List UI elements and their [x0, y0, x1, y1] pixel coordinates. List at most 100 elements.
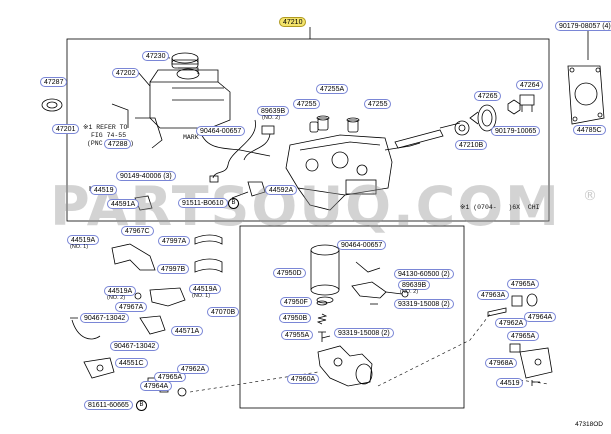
part-label-47210b[interactable]: 47210B	[455, 140, 488, 150]
oring-47950f	[316, 300, 328, 306]
refer-note-line3: (PNC	[87, 140, 103, 147]
part-label-44519a-right[interactable]: 44519A	[189, 284, 222, 294]
dashed-leader-right	[519, 379, 549, 385]
applicability-note: ※1 (0704- )6X CHI	[460, 204, 540, 211]
part-label-89639b-box[interactable]: 89639B	[398, 280, 431, 290]
part-label-44571a[interactable]: 44571A	[171, 326, 204, 336]
part-label-47287[interactable]: 47287	[40, 77, 68, 87]
part-label-47997a[interactable]: 47997A	[158, 236, 191, 246]
part-label-90149-40006[interactable]: 90149-40006 (3)	[116, 171, 176, 181]
bolt-93319-b	[321, 335, 331, 339]
part-label-47070b[interactable]: 47070B	[207, 307, 240, 317]
switch-44551c	[83, 357, 115, 379]
reference-b-mark-top: B	[228, 198, 239, 209]
clamp-leader-91511	[231, 191, 249, 199]
bracket-44519a	[134, 287, 186, 307]
part-label-47964a-bottom-left[interactable]: 47964A	[140, 381, 173, 391]
part-label-47210[interactable]: 47210	[279, 17, 307, 27]
part-label-47255-left[interactable]: 47255	[293, 99, 321, 109]
part-label-90467-13042-a[interactable]: 90467-13042	[80, 313, 130, 323]
part-label-47950d[interactable]: 47950D	[273, 268, 306, 278]
part-label-47255-right[interactable]: 47255	[364, 99, 392, 109]
bushing-47965a-lower	[509, 343, 521, 353]
boot-47265	[469, 104, 497, 132]
bracket-note-no2-mid: (NO. 2)	[107, 295, 126, 301]
part-label-91511-b0610[interactable]: 91511-B0610	[178, 198, 228, 208]
part-label-47950f[interactable]: 47950F	[280, 297, 312, 307]
part-label-44519a-top[interactable]: 44519A	[67, 235, 100, 245]
part-label-89639b-top[interactable]: 89639B	[257, 106, 290, 116]
reservoir-cap	[171, 52, 199, 65]
part-label-90179-08057[interactable]: 90179-08057 (4)	[555, 21, 611, 31]
part-label-47950b[interactable]: 47950B	[279, 313, 312, 323]
clamp-47997b	[194, 258, 223, 273]
part-label-47967a[interactable]: 47967A	[115, 302, 148, 312]
refer-note-line1: ※1 REFER TO	[83, 124, 128, 131]
pin-47963a	[487, 307, 507, 317]
bracket-note-no1-top: (NO. 1)	[70, 244, 89, 250]
part-label-47968a[interactable]: 47968A	[485, 358, 518, 368]
pump-subassembly-frame	[239, 225, 465, 409]
part-label-44519-top[interactable]: 44519	[90, 185, 118, 195]
sensor-note-no2-top: (NO. 2)	[262, 115, 281, 121]
clamp-47997a	[194, 234, 223, 245]
part-label-47265[interactable]: 47265	[474, 91, 502, 101]
bracket-47968a	[519, 347, 553, 379]
part-label-47962a-right[interactable]: 47962A	[495, 318, 528, 328]
valve-caps	[309, 115, 360, 133]
sensor-wire	[212, 119, 256, 179]
part-label-90464-00657-box[interactable]: 90464-00657	[337, 240, 387, 250]
sensor-89639b-box	[351, 281, 409, 299]
assembly-frame	[66, 38, 550, 222]
part-label-44519-right[interactable]: 44519	[496, 378, 524, 388]
part-label-47965a-right-bottom[interactable]: 47965A	[507, 331, 540, 341]
part-label-44592a[interactable]: 44592A	[265, 185, 298, 195]
part-label-47288[interactable]: 47288	[104, 139, 132, 149]
bracket-47967c	[111, 243, 156, 271]
part-label-47202[interactable]: 47202	[112, 68, 140, 78]
part-label-47967c[interactable]: 47967C	[121, 226, 154, 236]
brake-actuator	[285, 134, 421, 211]
part-label-47255a[interactable]: 47255A	[316, 84, 349, 94]
part-label-93319-15008-a[interactable]: 93319-15008 (2)	[394, 299, 454, 309]
clip-94130	[355, 261, 381, 273]
bracket-44571a	[139, 315, 166, 335]
part-label-90467-13042-b[interactable]: 90467-13042	[110, 341, 160, 351]
part-label-81611-60665[interactable]: 81611-60665	[84, 400, 133, 410]
part-label-44785c[interactable]: 44785C	[573, 125, 606, 135]
gasket-44785c	[567, 65, 605, 125]
part-label-93319-15008-b[interactable]: 93319-15008 (2)	[334, 328, 394, 338]
part-label-90464-00657-top[interactable]: 90464-00657	[196, 126, 246, 136]
screw-47955a	[318, 331, 326, 342]
part-label-44551c[interactable]: 44551C	[115, 358, 148, 368]
tank-leader-47202	[137, 71, 151, 87]
part-label-47264[interactable]: 47264	[516, 80, 544, 90]
part-label-47201[interactable]: 47201	[52, 124, 80, 134]
watermark-registered-mark: ®	[583, 188, 597, 204]
dashed-leader-pin	[377, 313, 491, 387]
sensor-note-no2-box: (NO. 2)	[400, 289, 419, 295]
part-label-90179-10065[interactable]: 90179-10065	[491, 126, 541, 136]
part-label-94130-60500[interactable]: 94130-60500 (2)	[394, 269, 454, 279]
pump-motor-47960a	[317, 345, 373, 387]
part-label-47955a[interactable]: 47955A	[281, 330, 314, 340]
part-label-44591a[interactable]: 44591A	[107, 199, 140, 209]
bushing-47962a	[511, 295, 523, 307]
part-label-47997b[interactable]: 47997B	[157, 264, 190, 274]
mark-note: MARK	[183, 134, 199, 141]
bolt-44519-right	[531, 380, 540, 386]
figure-code: 47318OD	[575, 421, 603, 428]
clevis-47264	[519, 94, 535, 112]
part-label-47230[interactable]: 47230	[142, 51, 170, 61]
part-label-44519a-mid[interactable]: 44519A	[104, 286, 137, 296]
pushrod-assembly	[394, 120, 470, 149]
part-label-47962a-bottom-left[interactable]: 47962A	[177, 364, 210, 374]
refer-note-close: )	[130, 140, 134, 147]
part-label-47965a-right-top[interactable]: 47965A	[507, 279, 540, 289]
part-label-47960a[interactable]: 47960A	[287, 374, 320, 384]
part-label-47963a[interactable]: 47963A	[477, 290, 510, 300]
bushing-47964a	[526, 293, 538, 307]
part-label-47964a-right[interactable]: 47964A	[524, 312, 557, 322]
